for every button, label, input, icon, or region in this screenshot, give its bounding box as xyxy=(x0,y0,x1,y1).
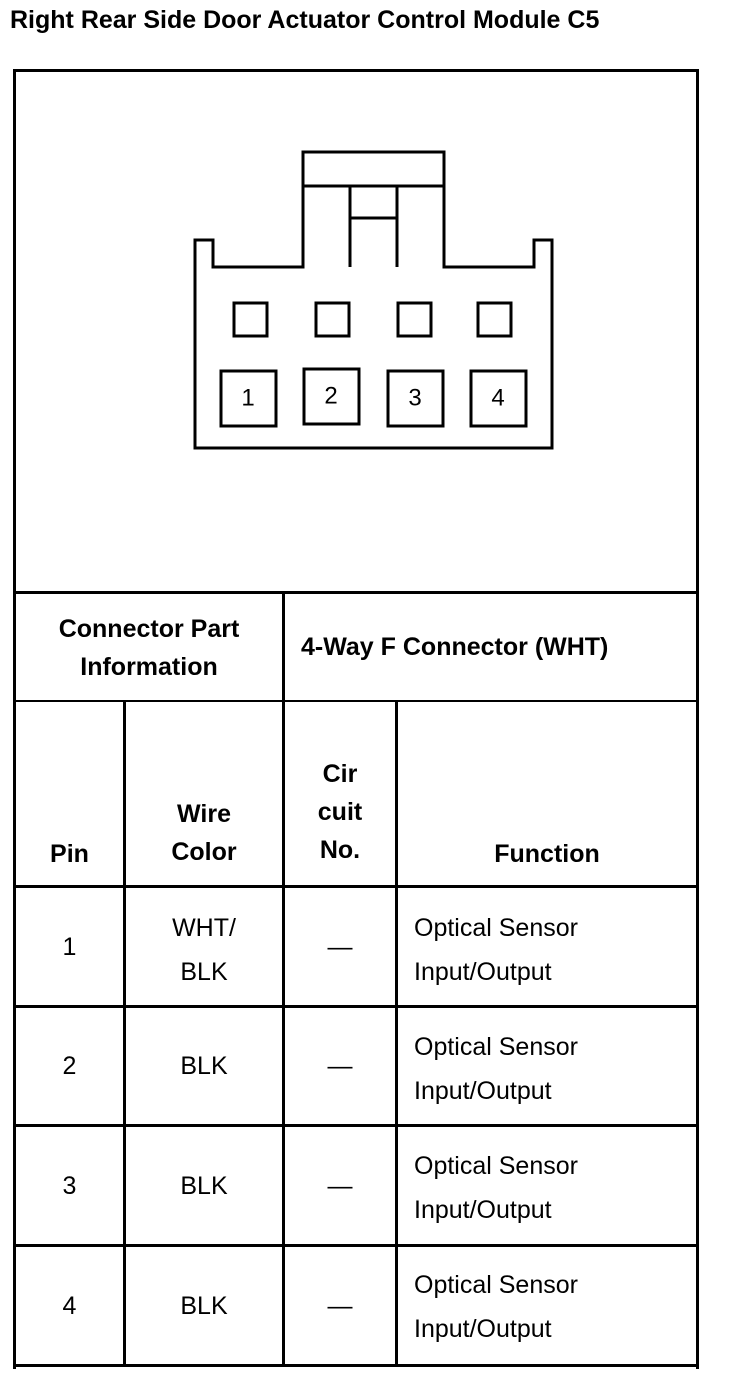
row-2-function-line-1: Optical Sensor xyxy=(414,1033,578,1061)
row-4-wire-color: BLK xyxy=(180,1291,228,1320)
row-4-function: Optical Sensor Input/Output xyxy=(398,1263,696,1347)
header-wire-color: Wire Color xyxy=(126,795,282,875)
row-1-wire-color-line-2: BLK xyxy=(180,958,228,986)
row-1-pin: 1 xyxy=(62,932,77,961)
terminal-label-2: 2 xyxy=(324,383,337,410)
row-1-function: Optical Sensor Input/Output xyxy=(398,906,696,990)
row-2-pin: 2 xyxy=(62,1052,77,1080)
frame-top-border xyxy=(13,69,699,72)
row-1-function-line-1: Optical Sensor xyxy=(414,914,578,942)
row-2-bottom-divider xyxy=(13,1124,699,1127)
part-info-label: Connector Part Information xyxy=(16,610,282,686)
row-2-wire-color: BLK xyxy=(180,1052,228,1080)
header-function: Function xyxy=(494,840,600,868)
row-2-function: Optical Sensor Input/Output xyxy=(398,1025,696,1109)
row-1-function-line-2: Input/Output xyxy=(414,958,552,986)
row-4-function-line-2: Input/Output xyxy=(414,1315,552,1343)
connector-diagram: 1 2 3 4 xyxy=(193,150,554,450)
frame-left-border xyxy=(13,69,16,1369)
part-info-value: 4-Way F Connector (WHT) xyxy=(301,633,609,661)
header-bottom-divider xyxy=(13,885,699,888)
row-1-wire-color: WHT/ BLK xyxy=(126,906,282,990)
terminal-cavity-4 xyxy=(469,369,528,428)
row-3-function-line-2: Input/Output xyxy=(414,1196,552,1224)
terminal-label-3: 3 xyxy=(408,385,421,412)
row-2-circuit: — xyxy=(327,1052,353,1080)
circuit-column-divider xyxy=(395,700,398,1367)
part-info-label-line-2: Information xyxy=(80,653,218,681)
row-4-pin: 4 xyxy=(62,1291,77,1320)
row-4-circuit: — xyxy=(327,1291,353,1320)
row-1-circuit: — xyxy=(327,932,353,961)
header-pin: Pin xyxy=(50,840,89,868)
header-wire-color-line-2: Color xyxy=(171,838,237,866)
row-1-bottom-divider xyxy=(13,1005,699,1008)
row-3-function-line-1: Optical Sensor xyxy=(414,1152,578,1180)
header-wire-color-line-1: Wire xyxy=(177,800,231,828)
row-3-bottom-divider xyxy=(13,1244,699,1247)
frame-right-border xyxy=(696,69,699,1369)
part-info-label-line-1: Connector Part xyxy=(58,615,240,643)
row-3-wire-color: BLK xyxy=(180,1171,228,1200)
row-3-circuit: — xyxy=(327,1171,353,1200)
page-title: Right Rear Side Door Actuator Control Mo… xyxy=(10,6,600,34)
pin-column-divider xyxy=(123,700,126,1367)
terminal-cavity-1 xyxy=(219,369,278,428)
part-info-bottom-divider xyxy=(13,700,699,702)
header-circuit-line-1: Cir xyxy=(322,760,358,788)
row-4-function-line-1: Optical Sensor xyxy=(414,1271,578,1299)
header-circuit-number: Cir cuit No. xyxy=(285,755,395,875)
terminal-label-1: 1 xyxy=(241,385,254,412)
terminal-window-2 xyxy=(314,301,351,338)
table-bottom-border xyxy=(13,1364,699,1367)
row-2-function-line-2: Input/Output xyxy=(414,1077,552,1105)
part-info-column-divider xyxy=(282,591,285,1367)
connector-body-outline xyxy=(193,150,554,450)
header-circuit-line-3: No. xyxy=(319,836,361,864)
header-circuit-line-2: cuit xyxy=(317,798,363,826)
row-3-pin: 3 xyxy=(62,1171,77,1200)
terminal-cavity-2 xyxy=(302,367,361,426)
diagram-bottom-divider xyxy=(13,591,699,594)
terminal-window-1 xyxy=(232,301,269,338)
terminal-cavity-3 xyxy=(386,369,445,428)
row-1-wire-color-line-1: WHT/ xyxy=(172,914,236,942)
terminal-label-4: 4 xyxy=(491,385,504,412)
terminal-window-3 xyxy=(396,301,433,338)
terminal-window-4 xyxy=(476,301,513,338)
row-3-function: Optical Sensor Input/Output xyxy=(398,1144,696,1228)
